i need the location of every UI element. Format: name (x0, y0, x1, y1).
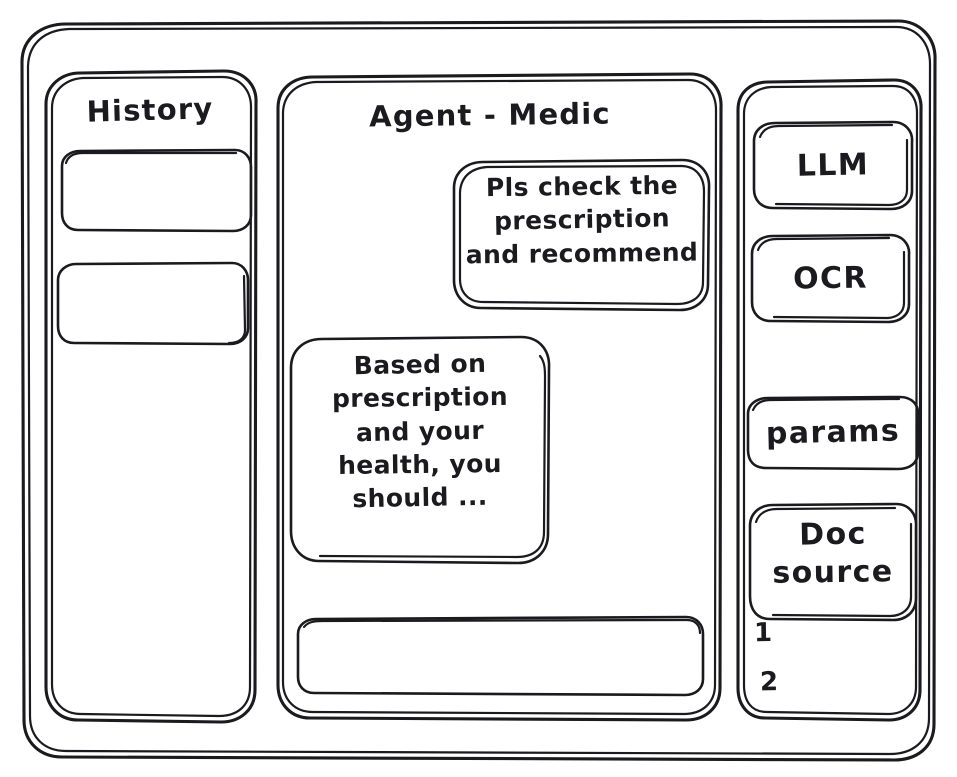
user-message-text: Pls check the prescription and recommend (458, 170, 706, 270)
user-message-line-2: prescription (493, 203, 671, 236)
history-panel-title: History (86, 91, 214, 129)
user-message-line-3: and recommend (465, 237, 699, 269)
doc-source-line-1: Doc (798, 516, 868, 553)
user-message-line-1: Pls check the (485, 170, 679, 203)
params-card-label[interactable]: params (765, 413, 901, 452)
message-input[interactable] (300, 619, 700, 694)
doc-source-item-1[interactable]: 1 (753, 618, 773, 649)
ocr-card-label[interactable]: OCR (792, 260, 869, 297)
doc-source-card-label[interactable]: Doc source (750, 516, 916, 593)
assistant-message-line-4: health, you (337, 448, 503, 480)
assistant-message-line-1: Based on (353, 348, 487, 381)
doc-source-item-2[interactable]: 2 (759, 667, 779, 698)
llm-card-label[interactable]: LLM (796, 147, 870, 184)
assistant-message-line-2: prescription (331, 382, 509, 414)
doc-source-line-2: source (772, 554, 894, 592)
history-item-2-label[interactable] (58, 264, 248, 344)
history-item-1-label[interactable] (62, 151, 251, 231)
chat-panel-title: Agent - Medic (368, 96, 612, 134)
assistant-message-line-5: should ... (352, 481, 488, 514)
assistant-message-line-3: and your (355, 415, 485, 447)
assistant-message-text: Based on prescription and your health, y… (296, 348, 544, 514)
